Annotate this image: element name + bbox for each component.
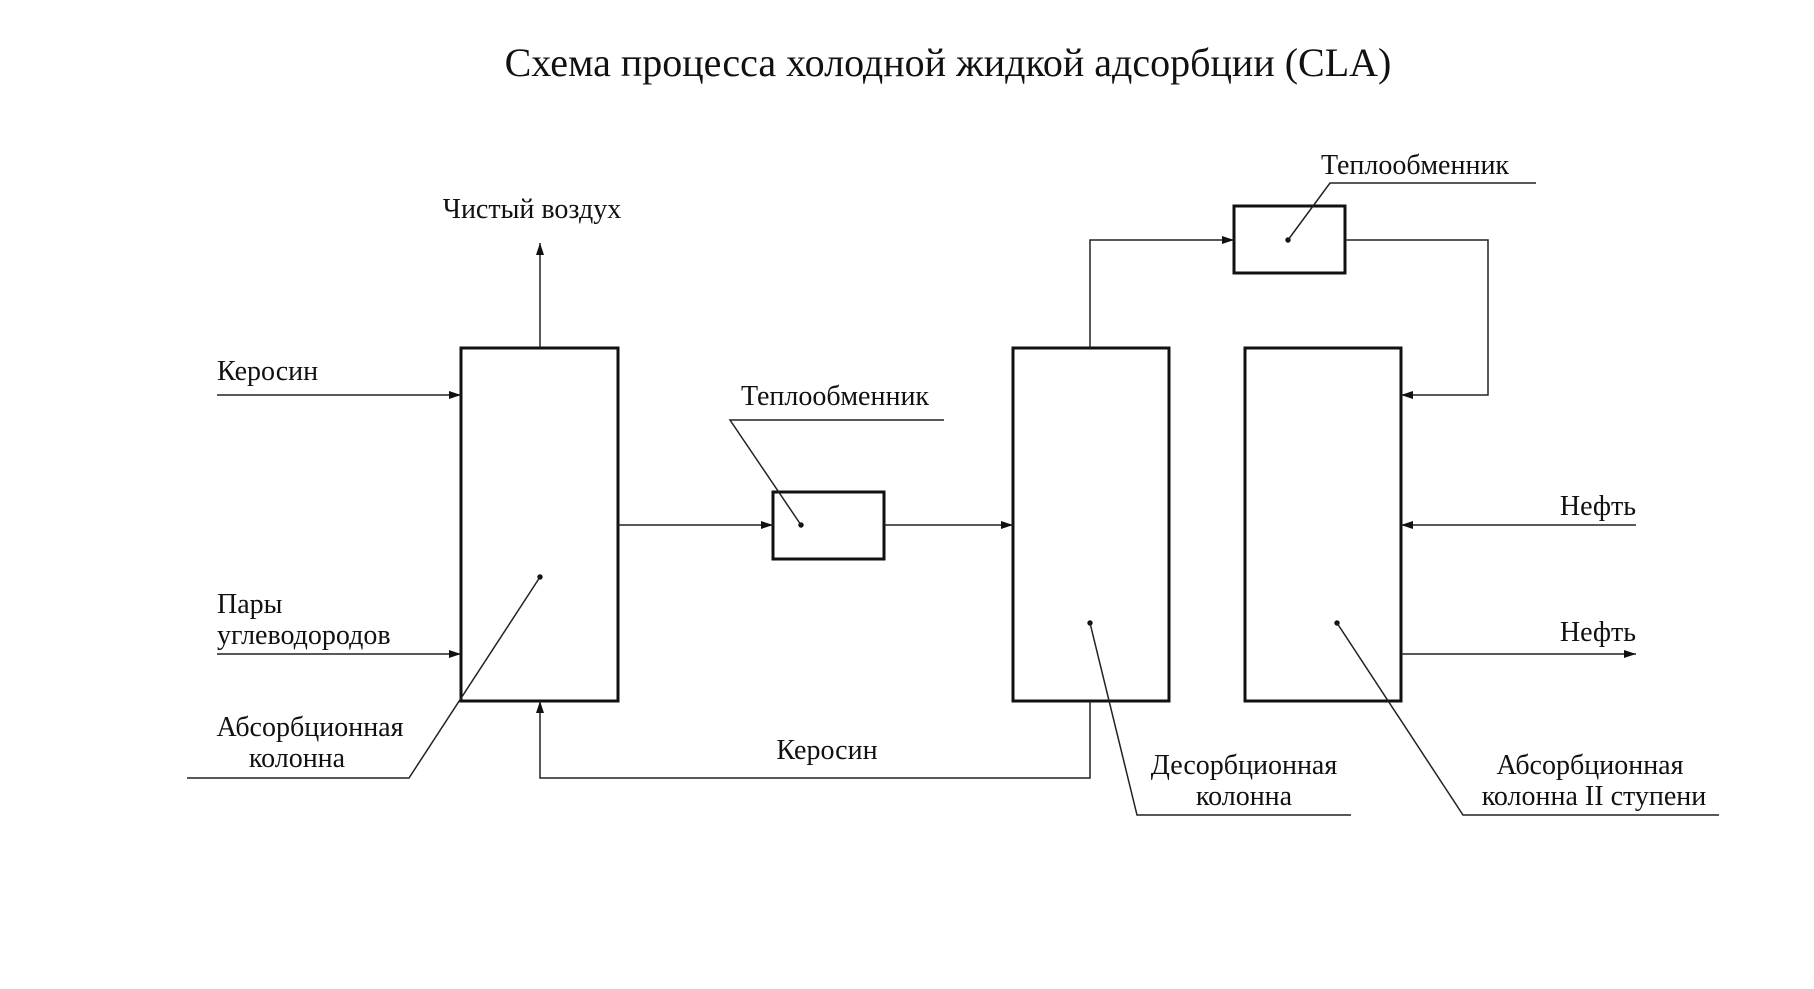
clean-air-label: Чистый воздух: [443, 194, 621, 225]
top-heat-exchanger-label: Теплообменник: [1321, 150, 1509, 181]
oil-outlet-label: Нефть: [1560, 617, 1636, 648]
desorption-to-top-heat-exchanger: [1089, 236, 1234, 348]
middle-heat-exchanger-leader: [728, 419, 944, 526]
absorption-column-ii-label-line-1: Абсорбционная: [1497, 750, 1684, 781]
kerosene-return-label: Керосин: [776, 735, 877, 766]
top-heat-exchanger-to-column-ii: [1345, 239, 1489, 399]
top-heat-exchanger-leader: [1287, 182, 1536, 241]
absorption-column-label-line-1: Абсорбционная: [217, 712, 404, 743]
absorption-column: [459, 346, 620, 703]
kerosene-return-line: [536, 701, 1091, 779]
middle-heat-exchanger: [771, 490, 886, 561]
desorption-column-label-line-2: колонна: [1196, 781, 1293, 812]
desorption-column-leader: [1089, 622, 1351, 816]
diagram-title: Схема процесса холодной жидкой адсорбции…: [505, 40, 1392, 85]
vapors-label-line-2: углеводородов: [217, 620, 391, 651]
absorption-column-ii: [1243, 346, 1403, 703]
absorption-column-ii-label-line-2: колонна II ступени: [1482, 781, 1707, 812]
vapors-label-line-1: Пары: [217, 589, 283, 620]
desorption-column-label-line-1: Десорбционная: [1151, 750, 1338, 781]
desorption-column: [1011, 346, 1171, 703]
kerosene-inlet-label: Керосин: [217, 356, 318, 387]
absorption-column-label-line-2: колонна: [249, 743, 346, 774]
absorption-column-leader: [187, 576, 541, 779]
middle-heat-exchanger-label: Теплообменник: [741, 381, 929, 412]
absorption-column-ii-leader: [1336, 622, 1719, 816]
oil-inlet-label: Нефть: [1560, 491, 1636, 522]
